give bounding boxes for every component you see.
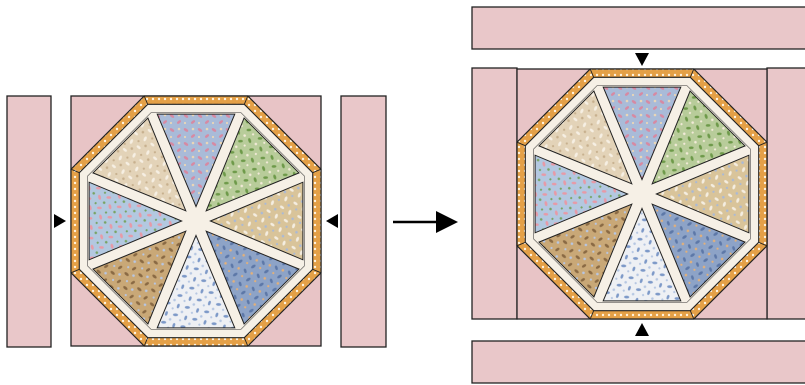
block-2-wedge-cream-floral	[538, 90, 633, 185]
block-1-wedge-cream-floral	[92, 117, 187, 212]
pointer-down-icon	[635, 53, 649, 66]
block-2	[516, 68, 768, 320]
block-1-wedge-beige-rose	[209, 181, 304, 261]
block-1-wedge-tan-leaf	[92, 230, 187, 325]
block-2-wedge-blue-leaf	[651, 203, 746, 298]
transition-arrow-icon	[393, 211, 458, 233]
pointer-right-icon	[54, 214, 66, 228]
pointer-up-icon	[635, 323, 649, 336]
block-2-wedge-cream-blue-floral	[602, 207, 682, 302]
step-2	[471, 6, 805, 384]
block-1-wedge-light-blue-rose	[88, 181, 183, 261]
block-2-wedge-tan-leaf	[538, 203, 633, 298]
block-1-wedge-blue-floral-bird	[156, 113, 236, 208]
left-attached-strip	[471, 67, 518, 320]
left-side-strip	[6, 95, 52, 348]
block-1	[70, 95, 322, 347]
block-2-wedge-green-leaf	[651, 90, 746, 185]
block-1-wedge-green-leaf	[205, 117, 300, 212]
block-2-wedge-beige-rose	[655, 154, 750, 234]
pointer-left-icon	[326, 214, 338, 228]
right-attached-strip	[766, 67, 805, 320]
right-side-strip	[340, 95, 387, 348]
bottom-strip	[471, 340, 805, 384]
step-1	[6, 95, 387, 348]
block-1-wedge-cream-blue-floral	[156, 234, 236, 329]
block-1-wedge-blue-leaf	[205, 230, 300, 325]
block-2-wedge-light-blue-rose	[534, 154, 629, 234]
block-2-wedge-blue-floral-bird	[602, 86, 682, 181]
top-strip	[471, 6, 805, 50]
